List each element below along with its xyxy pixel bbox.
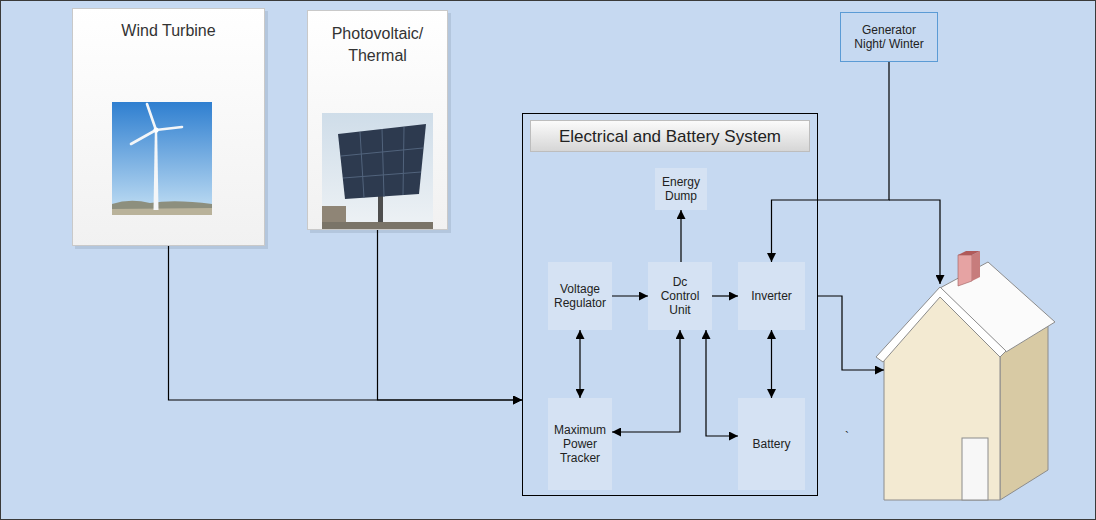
house-chimney xyxy=(972,251,980,281)
turbine-tower xyxy=(154,132,159,210)
house-eave xyxy=(876,287,1006,362)
connector-arrow xyxy=(612,330,680,432)
connector-arrow xyxy=(680,210,681,262)
wind-turbine-photo xyxy=(112,102,212,215)
process-box: Maximum Power Tracker xyxy=(548,398,612,490)
turbine-blade xyxy=(156,127,182,130)
panel-heading: Photovoltaic/ Thermal xyxy=(323,11,433,67)
connector-arrow xyxy=(712,295,738,296)
connector-arrow xyxy=(771,330,772,398)
box-label: Maximum Power Tracker xyxy=(548,423,612,465)
turbine-blade xyxy=(147,104,156,130)
source-panel: Wind Turbine xyxy=(72,8,265,246)
box-label: Inverter xyxy=(738,289,805,303)
turbine-hub xyxy=(153,127,158,132)
stray-mark: ` xyxy=(845,430,849,444)
process-box: Inverter xyxy=(738,262,805,330)
connector-arrow xyxy=(579,330,580,398)
panel-heading: Wind Turbine xyxy=(79,9,259,42)
panel-ground xyxy=(72,8,265,246)
turbine-blade xyxy=(131,130,156,144)
source-panel: Photovoltaic/ Thermal xyxy=(307,10,448,230)
panel-ground xyxy=(307,10,448,230)
connector-arrow xyxy=(169,246,523,400)
connector-arrow xyxy=(706,330,738,436)
connector-arrow xyxy=(612,295,648,296)
connector-arrow xyxy=(772,62,890,262)
box-label: Generator Night/ Winter xyxy=(854,23,924,51)
photo-ground xyxy=(112,208,212,215)
house-icon xyxy=(876,251,1055,500)
generator-box: Generator Night/ Winter xyxy=(840,12,938,62)
box-label: Dc Control Unit xyxy=(648,275,712,317)
house-chimney xyxy=(958,251,980,255)
process-box: Battery xyxy=(738,398,805,490)
solar-panel xyxy=(338,124,426,199)
box-label: Battery xyxy=(738,437,805,451)
photo-sky xyxy=(112,102,212,215)
house-door xyxy=(962,438,988,500)
photo-roofline xyxy=(322,222,433,230)
process-box: Energy Dump xyxy=(655,168,707,210)
box-label: Energy Dump xyxy=(655,175,707,203)
panel-grid xyxy=(341,127,423,198)
photo-ground xyxy=(112,201,212,215)
solar-panel-photo xyxy=(322,113,433,230)
supply-wire xyxy=(889,200,940,284)
system-container: Electrical and Battery SystemEnergy Dump… xyxy=(522,113,818,496)
container-heading: Electrical and Battery System xyxy=(530,120,810,152)
process-box: Voltage Regulator xyxy=(548,262,612,330)
connector-arrow xyxy=(378,230,523,400)
photo-sky xyxy=(322,113,433,230)
process-box: Dc Control Unit xyxy=(648,262,712,330)
house-chimney xyxy=(958,255,972,286)
house-side-wall xyxy=(1000,326,1048,500)
box-label: Voltage Regulator xyxy=(548,282,612,310)
supply-wire xyxy=(818,296,884,370)
